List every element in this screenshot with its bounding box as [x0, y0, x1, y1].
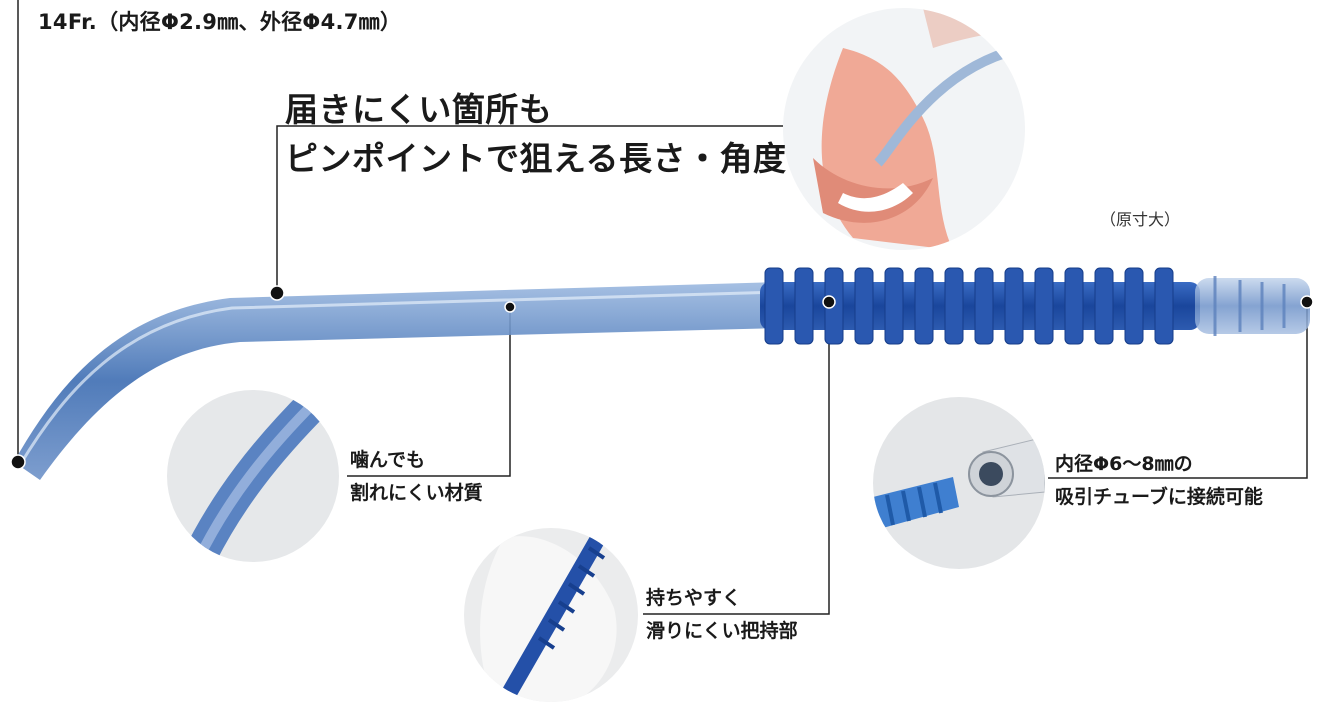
feature-grip: 持ちやすく 滑りにくい把持部 [646, 582, 798, 648]
feature-connector: 内径Φ6〜8㎜の 吸引チューブに接続可能 [1055, 448, 1263, 514]
feature-grip-line1: 持ちやすく [646, 587, 742, 609]
mouth-illustration [783, 8, 1025, 250]
size-spec: 14Fr.（内径Φ2.9㎜、外径Φ4.7㎜） [38, 10, 402, 34]
scale-note: （原寸大） [1100, 210, 1181, 229]
feature-material-line1: 噛んでも [350, 449, 426, 471]
feature-connector-line2: 吸引チューブに接続可能 [1055, 486, 1263, 508]
tube-connector-photo [873, 397, 1045, 569]
feature-grip-line2: 滑りにくい把持部 [646, 620, 798, 642]
hand-grip-photo [464, 528, 638, 702]
suction-tip-illustration [14, 267, 1310, 480]
feature-material-line2: 割れにくい材質 [350, 482, 483, 504]
headline-line2: ピンポイントで狙える長さ・角度 [285, 139, 787, 178]
feature-connector-line1: 内径Φ6〜8㎜の [1055, 453, 1193, 475]
feature-material: 噛んでも 割れにくい材質 [350, 444, 483, 510]
headline-line1: 届きにくい箇所も [285, 90, 553, 129]
bite-closeup [167, 390, 339, 562]
